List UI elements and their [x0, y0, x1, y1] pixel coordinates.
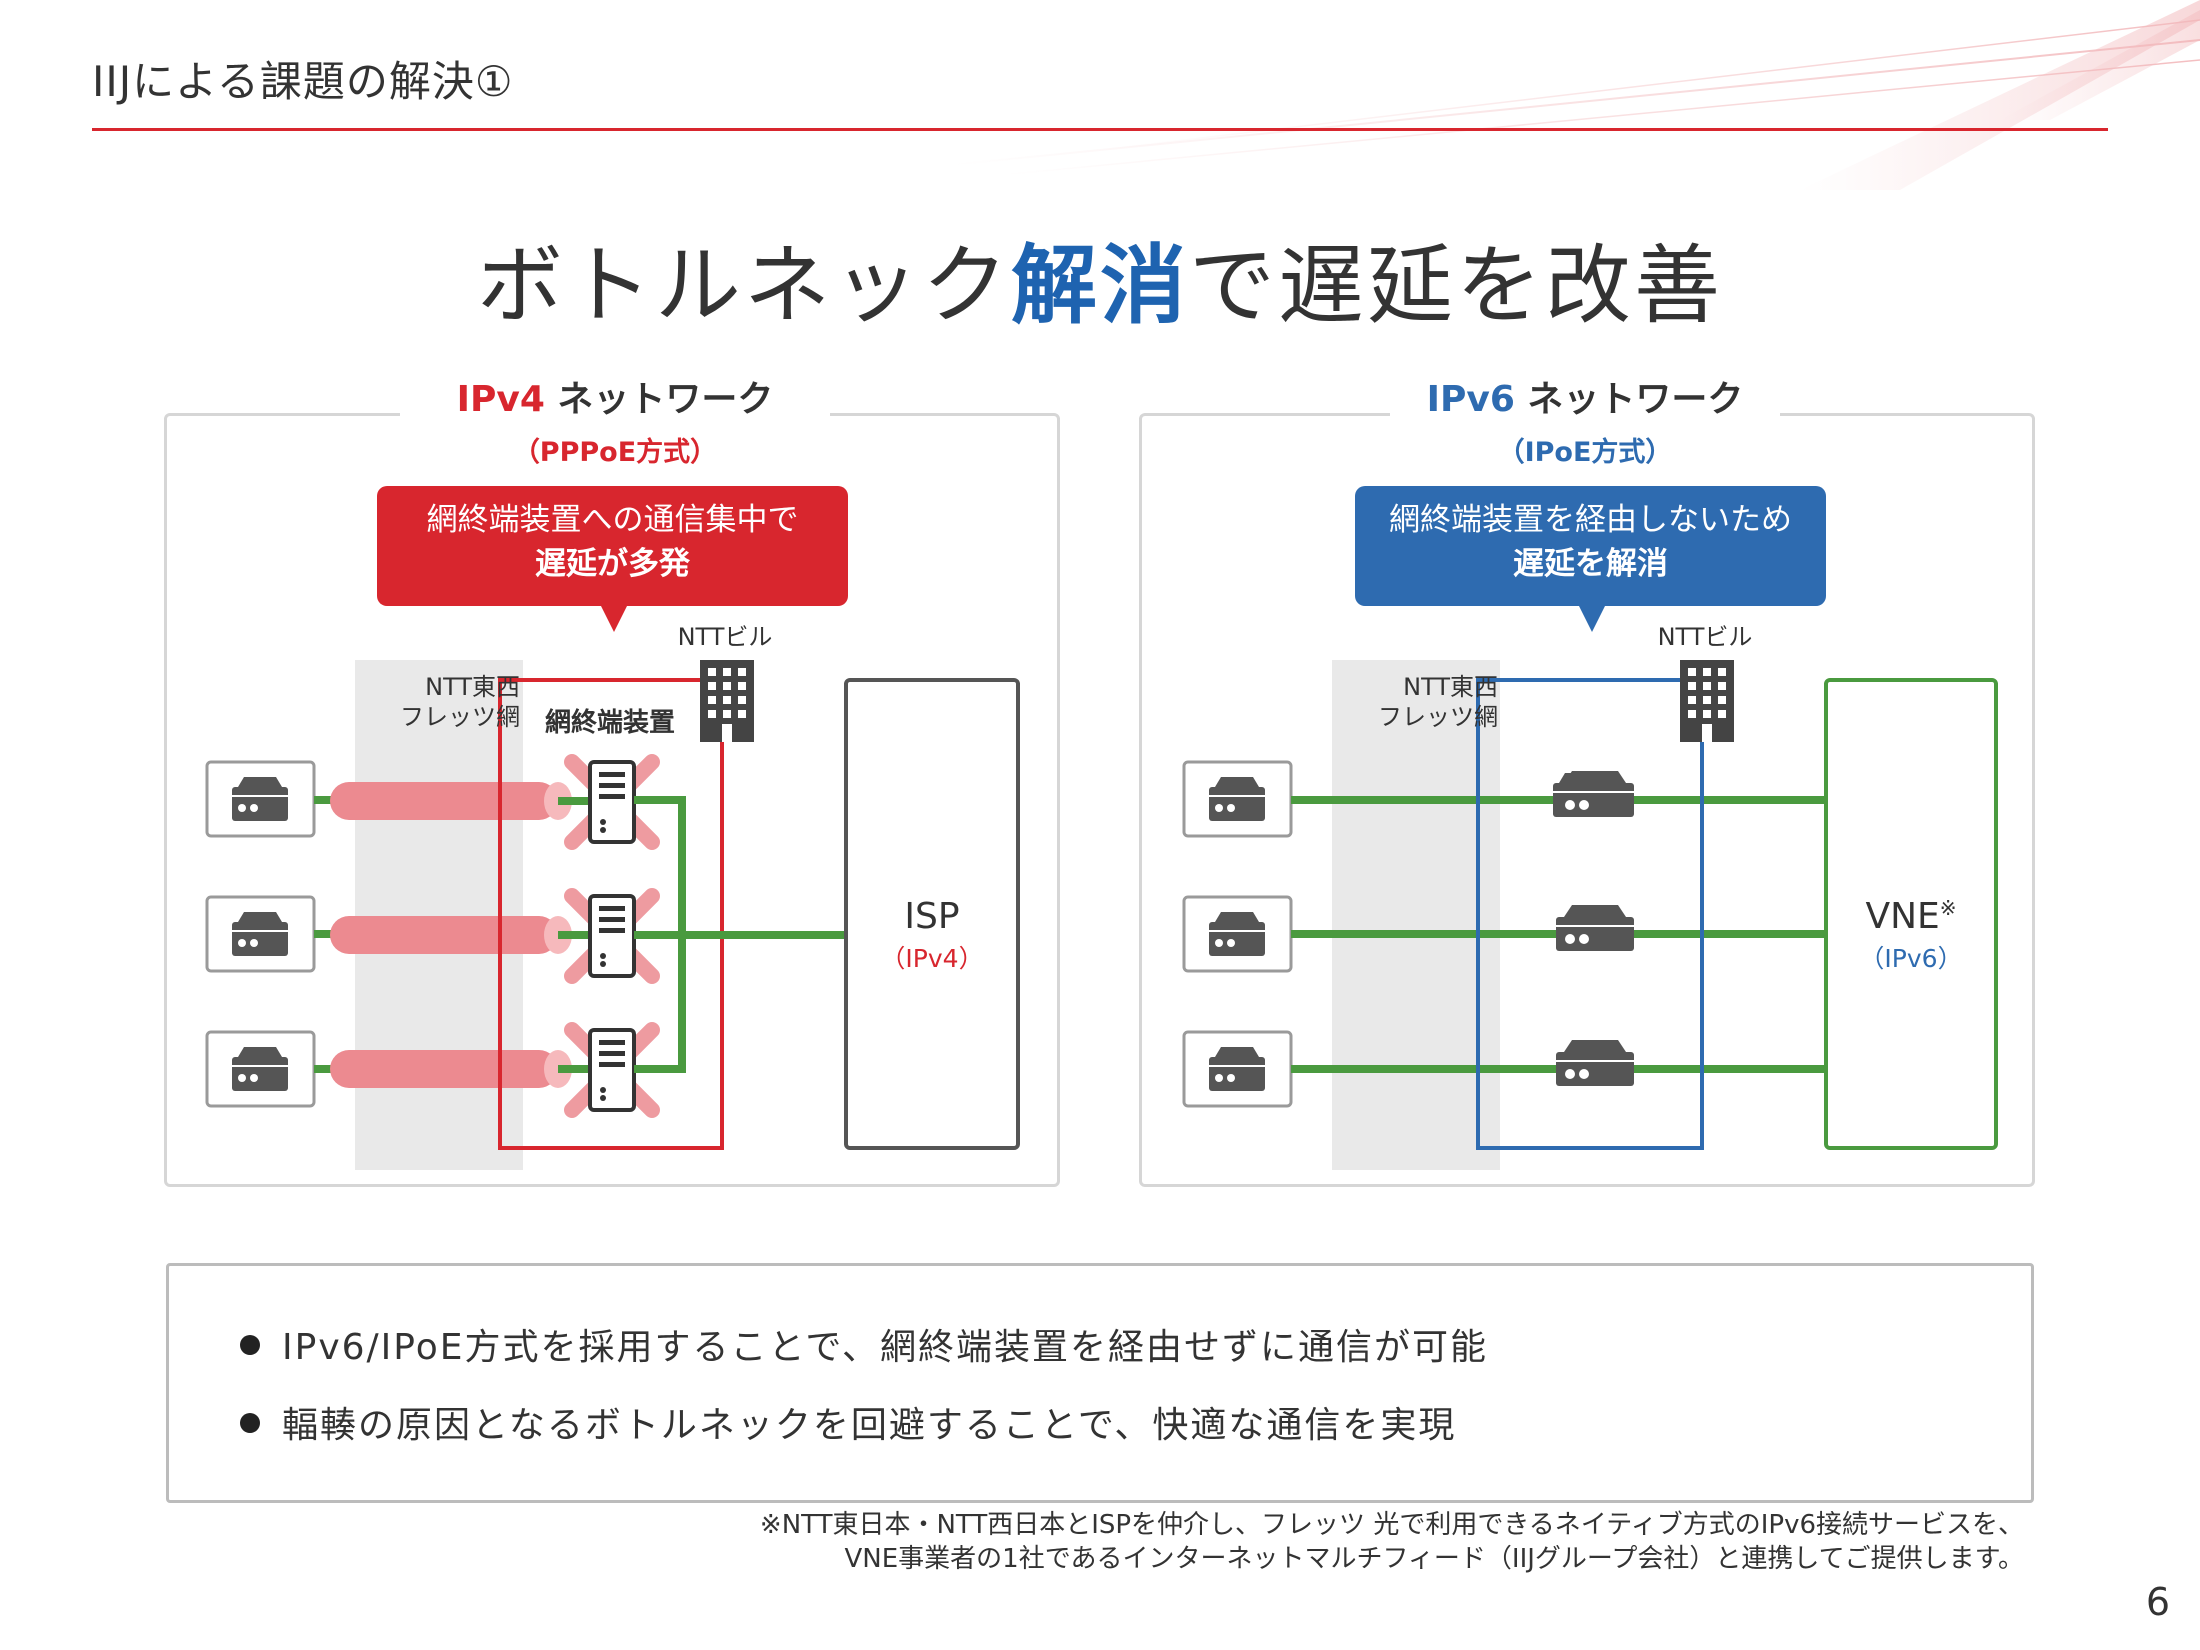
header-rule	[92, 128, 2108, 131]
server-icon	[588, 894, 636, 978]
ipv4-title-prefix: IPv4	[456, 379, 545, 420]
ipv6-vne-router-2	[1556, 905, 1634, 951]
building-icon	[700, 660, 754, 742]
main-title-before: ボトルネック	[477, 236, 1011, 336]
router-icon	[232, 1047, 288, 1091]
ipv6-home-router-2	[1182, 895, 1293, 973]
ipv6-flets-label: NTT東西 フレッツ網	[1318, 672, 1498, 732]
main-title: ボトルネック解消で遅延を改善	[0, 215, 2200, 340]
summary-bullet-2: 輻輳の原因となるボトルネックを回避することで、快適な通信を実現	[240, 1396, 1456, 1448]
vne-name: VNE※	[1826, 896, 1996, 937]
summary-bullet-2-text: 輻輳の原因となるボトルネックを回避することで、快適な通信を実現	[282, 1405, 1457, 1446]
ipv6-ntt-building-frame	[1476, 678, 1704, 1150]
ipv6-title: IPv6 ネットワーク	[1390, 370, 1780, 422]
pppoe-tunnel-2	[330, 916, 600, 954]
server-icon	[588, 1028, 636, 1112]
vne-box	[1824, 678, 1998, 1150]
router-icon	[232, 912, 288, 956]
main-title-highlight: 解消	[1011, 236, 1189, 336]
ipv6-ntt-building-label: NTTビル	[1657, 623, 1753, 651]
ipv4-termination-device-3	[564, 1022, 660, 1118]
bullet-dot-icon	[240, 1335, 260, 1355]
router-icon	[1209, 1047, 1265, 1091]
ipv4-callout-line2: 遅延が多発	[535, 546, 690, 582]
isp-name: ISP	[904, 896, 960, 937]
ipv6-vne-router-3	[1556, 1040, 1634, 1086]
ipv4-termination-device-1	[564, 754, 660, 850]
ipv6-callout-line1: 網終端装置を経由しないため	[1389, 502, 1792, 538]
footnote-line2: VNE事業者の1社であるインターネットマルチフィード（IIJグループ会社）と連携…	[844, 1544, 2025, 1574]
isp-box	[844, 678, 1020, 1150]
ipv4-callout-line1: 網終端装置への通信集中で	[426, 502, 799, 538]
ipv6-title-rest: ネットワーク	[1514, 379, 1744, 420]
footnote-line1: ※NTT東日本・NTT西日本とISPを仲介し、フレッツ 光で利用できるネイティブ…	[759, 1510, 2024, 1540]
summary-bullet-1-text: IPv6/IPoE方式を採用することで、網終端装置を経由せずに通信が可能	[282, 1327, 1488, 1368]
ipv6-callout-line2: 遅延を解消	[1513, 546, 1668, 582]
building-icon	[1680, 660, 1734, 742]
ipv6-flets-network	[1332, 660, 1500, 1170]
isp-label: ISP （IPv4）	[846, 896, 1018, 975]
summary-box	[166, 1263, 2034, 1503]
ipv6-vne-router-1	[1556, 771, 1634, 817]
ipv4-subtitle: （PPPoE方式）	[512, 437, 718, 468]
ipv4-title: IPv4 ネットワーク	[400, 370, 830, 422]
pppoe-tunnel-3	[330, 1050, 600, 1088]
ipv4-flets-label: NTT東西 フレッツ網	[340, 672, 520, 732]
ipv6-home-router-1	[1182, 760, 1293, 838]
ipv4-termination-device-2	[564, 888, 660, 984]
ipv4-panel-heading: IPv4 ネットワーク （PPPoE方式）	[400, 370, 830, 469]
bullet-dot-icon	[240, 1413, 260, 1433]
vne-label: VNE※ （IPv6）	[1826, 896, 1996, 975]
ipv6-home-router-3	[1182, 1030, 1293, 1108]
page-number: 6	[2145, 1580, 2170, 1624]
isp-sub: （IPv4）	[880, 944, 984, 973]
router-icon	[1209, 777, 1265, 821]
ipv6-flets-line1: NTT東西	[1403, 673, 1498, 701]
server-icon	[588, 760, 636, 844]
vne-sub: （IPv6）	[1859, 944, 1963, 973]
ipv6-panel-heading: IPv6 ネットワーク （IPoE方式）	[1390, 370, 1780, 469]
vne-footnote-mark: ※	[1939, 896, 1957, 920]
ipv4-flets-line2: フレッツ網	[400, 703, 520, 731]
main-title-after: で遅延を改善	[1189, 236, 1723, 336]
ipv4-title-rest: ネットワーク	[544, 379, 774, 420]
summary-bullet-1: IPv6/IPoE方式を採用することで、網終端装置を経由せずに通信が可能	[240, 1318, 1488, 1370]
ipv6-flets-line2: フレッツ網	[1378, 703, 1498, 731]
ipv4-device-label: 網終端装置	[544, 708, 675, 738]
ipv4-flets-network	[355, 660, 523, 1170]
vne-name-text: VNE	[1865, 896, 1940, 937]
ipv4-home-router-1	[205, 760, 316, 838]
ipv4-home-router-3	[205, 1030, 316, 1108]
ipv6-subtitle: （IPoE方式）	[1497, 437, 1673, 468]
pppoe-tunnel-1	[330, 782, 600, 820]
ipv4-ntt-building-label: NTTビル	[677, 623, 773, 651]
router-icon	[1209, 912, 1265, 956]
ipv4-home-router-2	[205, 895, 316, 973]
ipv4-callout: 網終端装置への通信集中で 遅延が多発	[377, 486, 848, 606]
ipv6-title-prefix: IPv6	[1426, 379, 1515, 420]
ipv4-ntt-building-frame	[498, 678, 724, 1150]
ipv4-flets-line1: NTT東西	[425, 673, 520, 701]
router-icon	[232, 777, 288, 821]
footnote: ※NTT東日本・NTT西日本とISPを仲介し、フレッツ 光で利用できるネイティブ…	[760, 1508, 2024, 1576]
header-title: IIJによる課題の解決①	[92, 57, 514, 106]
ipv6-callout: 網終端装置を経由しないため 遅延を解消	[1355, 486, 1826, 606]
